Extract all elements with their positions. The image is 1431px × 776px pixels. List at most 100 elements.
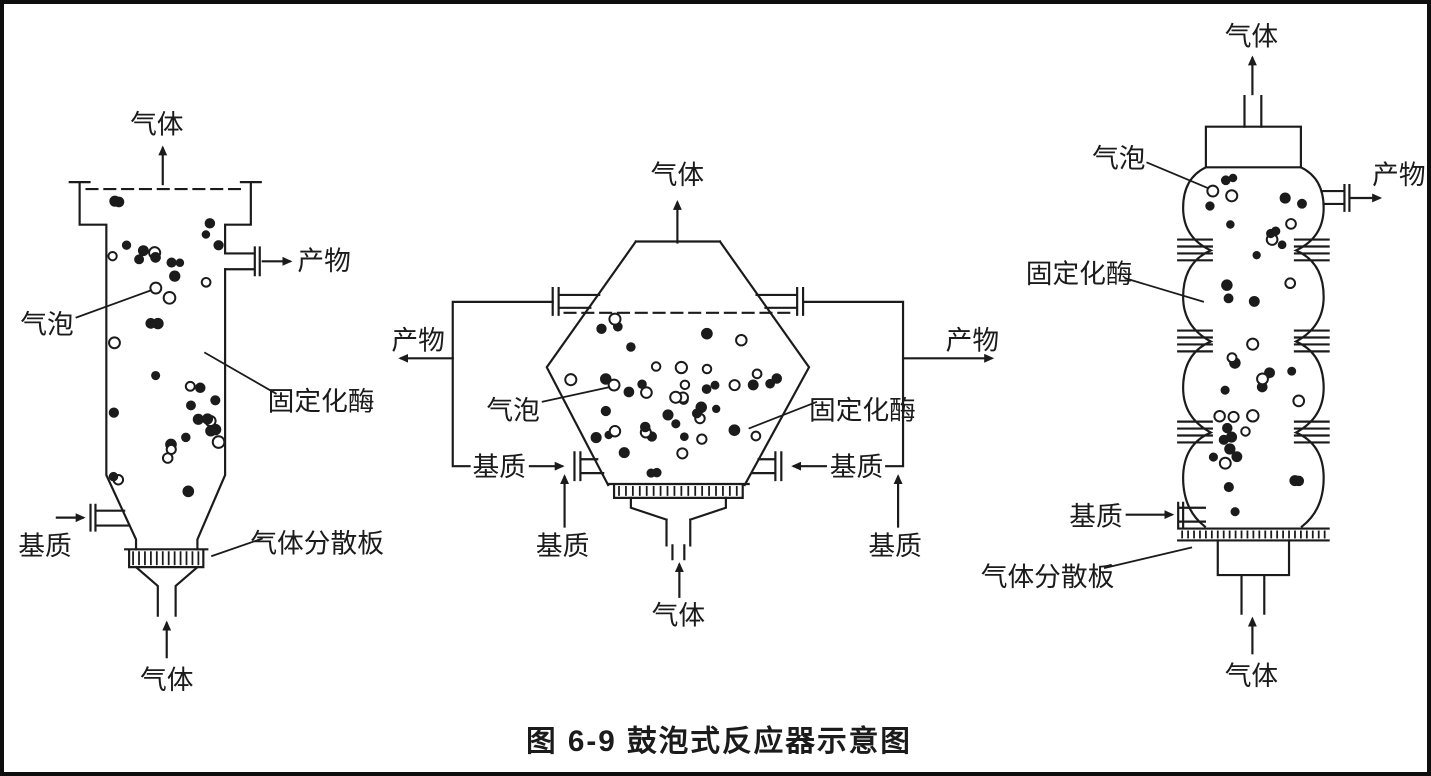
- right-substrate-nozzle: [1177, 501, 1206, 528]
- reactor-diagram-canvas: 气体 产物 气泡 固定化酶 基质 气体分散板 气体 气体 产物 产物 气泡 固定…: [18, 22, 1425, 759]
- middle-product-right-label: 产物: [946, 325, 999, 355]
- middle-bubble-leader-line: [541, 386, 611, 403]
- bubble-hollow: [107, 251, 118, 262]
- bubble-filled: [618, 447, 630, 459]
- bubble-filled: [1228, 173, 1238, 183]
- middle-upper-right-nozzle: [755, 286, 805, 316]
- bubble-hollow: [200, 276, 212, 288]
- bubble-hollow: [1292, 394, 1306, 408]
- middle-enzyme-label: 固定化酶: [809, 396, 916, 426]
- left-bubble-leader-line: [75, 289, 153, 319]
- bubble-filled: [201, 413, 214, 425]
- middle-substrate-right-label: 基质: [830, 452, 883, 482]
- bubble-hollow: [1285, 218, 1297, 230]
- bubble-filled: [637, 379, 647, 389]
- left-enzyme-leader-line: [203, 351, 278, 395]
- middle-substrate-feed-right-label: 基质: [868, 531, 921, 561]
- left-sparger-label: 气体分散板: [250, 528, 384, 558]
- middle-bubble-label: 气泡: [486, 396, 539, 426]
- bubble-hollow: [1256, 372, 1269, 386]
- bubble-filled: [710, 380, 720, 390]
- bubble-filled: [701, 384, 712, 394]
- bubble-hollow: [640, 386, 653, 399]
- bubble-hollow: [1227, 410, 1240, 423]
- bubble-filled: [1220, 385, 1230, 395]
- bubble-filled: [108, 407, 120, 418]
- right-gas-in-label: 气体: [1225, 661, 1278, 691]
- bubble-filled: [1226, 220, 1235, 229]
- bubble-filled: [1252, 251, 1261, 260]
- bubble-filled: [712, 404, 721, 414]
- bubble-filled: [182, 485, 195, 498]
- reactor-middle-hexagonal: 气体 产物 产物 气泡 固定化酶 基质 基质 基质 基质 气体: [391, 160, 999, 630]
- bubble-hollow: [608, 425, 622, 438]
- bubble-hollow: [149, 281, 163, 295]
- left-product-nozzle: [224, 246, 261, 277]
- bubble-filled: [765, 378, 775, 389]
- right-wavy-wall-left: [1182, 165, 1214, 529]
- bubble-filled: [1208, 452, 1218, 462]
- bubble-filled: [691, 408, 702, 419]
- bubble-filled: [600, 405, 611, 417]
- bubble-hollow: [162, 291, 177, 305]
- bubble-hollow: [1213, 409, 1226, 423]
- reactor-left-tall-column: 气体 产物 气泡 固定化酶 基质 气体分散板 气体: [18, 110, 384, 695]
- middle-upper-left-nozzle: [551, 286, 601, 316]
- middle-left-pipe: [451, 300, 554, 468]
- figure-caption: 图 6-9 鼓泡式反应器示意图: [526, 724, 912, 758]
- labeled-bubbles: [149, 184, 1220, 392]
- bubble-hollow: [735, 333, 748, 347]
- bubble-filled: [1205, 201, 1215, 211]
- bubble-hollow: [1240, 426, 1251, 437]
- bubble-hollow: [1206, 184, 1220, 198]
- bubble-filled: [1223, 293, 1234, 304]
- bubble-hollow: [674, 360, 688, 375]
- bubble-filled: [169, 270, 181, 282]
- middle-substrate-feed-left-label: 基质: [536, 531, 589, 561]
- bubble-hollow: [750, 430, 762, 442]
- middle-reactor-bubbles: [564, 312, 783, 478]
- bubble-filled: [1221, 279, 1233, 291]
- bubble-filled: [121, 240, 132, 250]
- bubble-filled: [1230, 507, 1240, 517]
- right-bubble-label: 气泡: [1092, 143, 1145, 173]
- right-reactor-bubbles: [1205, 173, 1307, 517]
- bubble-filled: [201, 230, 211, 239]
- bubble-filled: [186, 400, 196, 411]
- middle-gas-out-label: 气体: [651, 160, 704, 190]
- bubble-filled: [626, 342, 636, 352]
- bubble-filled: [1287, 366, 1297, 376]
- left-bottom-cone-nozzle: [134, 565, 199, 617]
- left-reactor-bubbles: [107, 195, 226, 498]
- left-bubble-label: 气泡: [20, 310, 73, 340]
- bubble-filled: [1225, 431, 1238, 443]
- bubble-filled: [134, 254, 145, 265]
- bubble-filled: [590, 432, 602, 444]
- middle-right-pipe: [801, 300, 905, 468]
- right-sparger-leader-line: [1103, 546, 1193, 569]
- bubble-filled: [151, 370, 161, 381]
- bubble-filled: [210, 395, 221, 406]
- middle-product-left-label: 产物: [391, 325, 444, 355]
- bubble-hollow: [650, 361, 662, 372]
- middle-gas-in-label: 气体: [652, 601, 705, 631]
- right-top-nozzle: [1243, 94, 1263, 128]
- bubble-filled: [646, 468, 656, 478]
- right-bubble-leader-line: [1146, 161, 1209, 189]
- middle-substrate-left-label: 基质: [473, 452, 526, 482]
- bubble-filled: [1231, 451, 1243, 463]
- bubble-filled: [662, 409, 674, 421]
- middle-lower-left-nozzle: [573, 451, 605, 482]
- bubble-filled: [747, 379, 759, 391]
- bubble-filled: [109, 195, 121, 207]
- bubble-filled: [166, 257, 177, 268]
- left-substrate-nozzle: [89, 503, 131, 532]
- right-enzyme-leader-line: [1124, 277, 1205, 303]
- left-sparger-grid: [132, 551, 200, 566]
- bubble-hollow: [696, 433, 708, 445]
- bubble-hollow: [679, 379, 691, 391]
- bubble-filled: [728, 424, 741, 436]
- bubble-filled: [205, 425, 217, 437]
- bubble-filled: [1271, 226, 1281, 236]
